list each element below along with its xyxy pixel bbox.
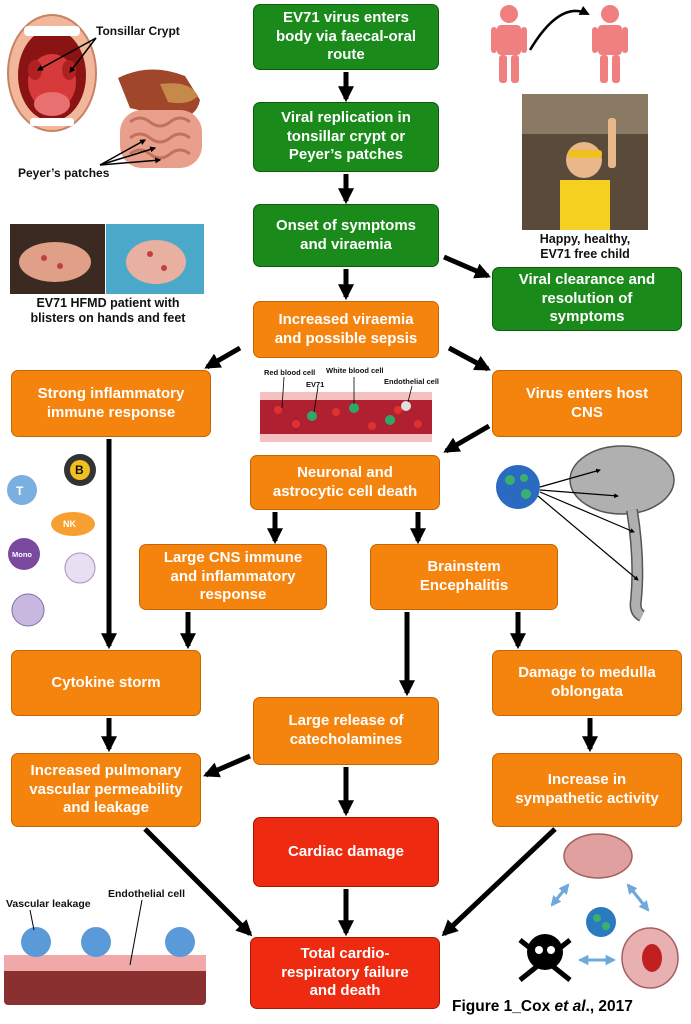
vascular-leakage-label: Vascular leakage [6,898,91,910]
peyers-patches-label: Peyer’s patches [18,166,110,180]
ev71-label: EV71 [306,380,325,389]
node-inflammatory-response: Strong inflammatory immune response [11,370,211,437]
endothelial-cell-label: Endothelial cell [108,888,186,900]
node-catecholamines: Large release of catecholamines [253,697,439,765]
node-neuronal-death: Neuronal and astrocytic cell death [250,455,440,510]
node-medulla-damage: Damage to medulla oblongata [492,650,682,716]
b-cell-label: B [75,463,84,477]
node-sympathetic-activity: Increase in sympathetic activity [492,753,682,827]
endothelial-small-label: Endothelial cell [384,377,440,386]
mono-cell-label: Mono [12,550,32,559]
child-caption: Happy, healthy, EV71 free child [539,232,631,261]
node-cns-immune-response: Large CNS immune and inflammatory respon… [139,544,327,610]
nk-cell-label: NK [63,519,76,529]
tonsillar-crypt-label: Tonsillar Crypt [96,24,180,38]
node-viral-clearance: Viral clearance and resolution of sympto… [492,267,682,331]
node-onset-symptoms: Onset of symptoms and viraemia [253,204,439,267]
node-cardiac-damage: Cardiac damage [253,817,439,887]
rbc-label: Red blood cell [264,368,316,377]
node-brainstem-encephalitis: Brainstem Encephalitis [370,544,558,610]
wbc-label: White blood cell [326,366,384,375]
t-cell-label: T [16,484,24,498]
hfmd-caption: EV71 HFMD patient with blisters on hands… [30,296,186,325]
node-cytokine-storm: Cytokine storm [11,650,201,716]
node-viral-replication: Viral replication in tonsillar crypt or … [253,102,439,172]
node-virus-enters-cns: Virus enters host CNS [492,370,682,437]
node-virus-entry: EV71 virus enters body via faecal-oral r… [253,4,439,70]
node-increased-viraemia: Increased viraemia and possible sepsis [253,301,439,358]
figure-caption: Figure 1_Cox et al., 2017 [452,998,633,1015]
node-total-failure: Total cardio- respiratory failure and de… [250,937,440,1009]
node-pulmonary-permeability: Increased pulmonary vascular permeabilit… [11,753,201,827]
